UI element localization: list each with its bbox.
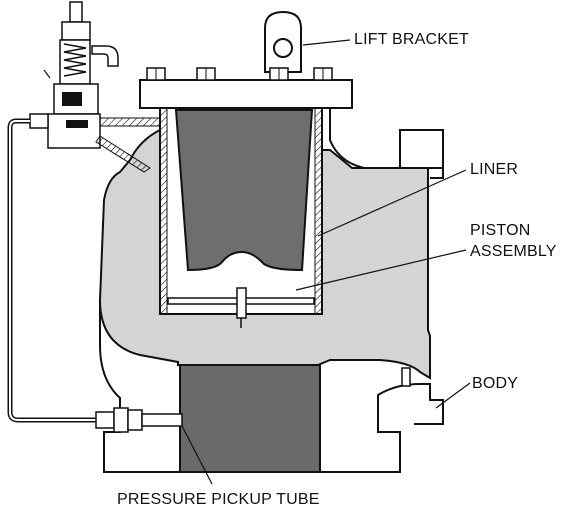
- cover-plate: [139, 67, 353, 109]
- label-pressure-pickup-tube: PRESSURE PICKUP TUBE: [117, 491, 320, 508]
- pressure-pickup-tube-section: [179, 364, 321, 473]
- pickup-tubing: [7, 118, 183, 433]
- label-body: BODY: [472, 375, 519, 392]
- label-liner: LINER: [470, 161, 519, 178]
- label-piston-line2: ASSEMBLY: [470, 243, 557, 260]
- leader-lines: [181, 39, 471, 485]
- label-piston-assembly: PISTON ASSEMBLY: [470, 220, 557, 262]
- label-lift-bracket: LIFT BRACKET: [354, 31, 470, 48]
- label-piston-line1: PISTON: [470, 222, 531, 239]
- lift-bracket: [264, 10, 302, 73]
- piston-assembly: [167, 109, 315, 328]
- pilot-valve: [29, 1, 161, 173]
- body-lower-outline: [99, 167, 444, 473]
